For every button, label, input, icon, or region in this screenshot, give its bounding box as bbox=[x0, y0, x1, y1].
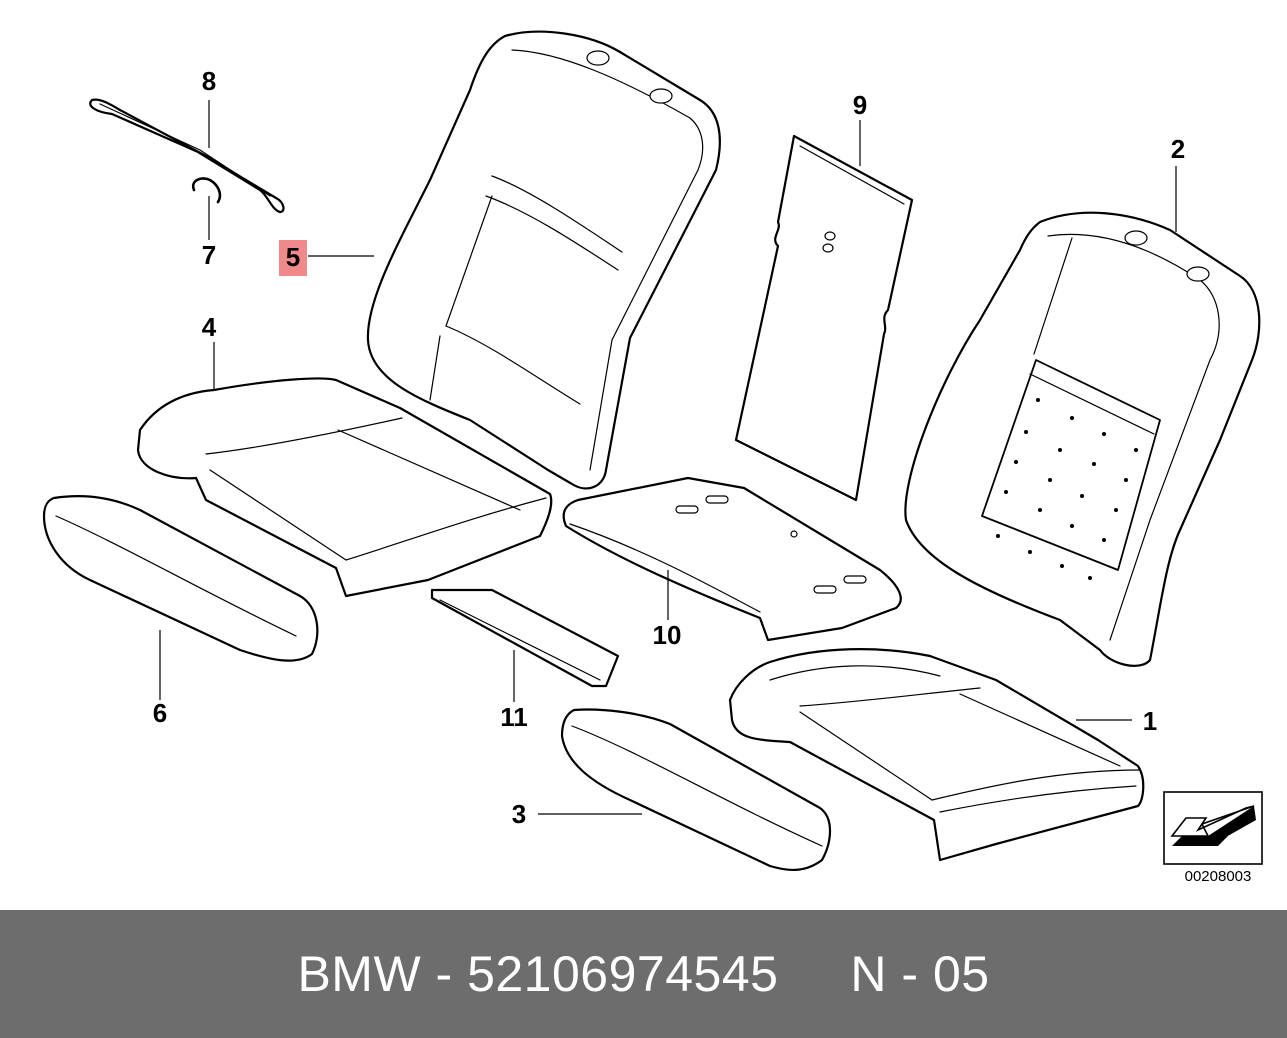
part-3-side-bolster-right bbox=[560, 708, 832, 872]
callout-1[interactable]: 1 bbox=[1143, 706, 1157, 736]
callout-4[interactable]: 4 bbox=[202, 312, 217, 342]
callout-5-highlight bbox=[279, 240, 307, 276]
part-9-back-panel bbox=[734, 134, 914, 502]
callout-2[interactable]: 2 bbox=[1171, 134, 1185, 164]
direction-reference-box bbox=[1163, 791, 1263, 865]
part-8-wire-loop bbox=[89, 98, 285, 214]
callout-6[interactable]: 6 bbox=[153, 698, 167, 728]
part-1-seat-cushion-assembly bbox=[728, 648, 1145, 862]
callout-7[interactable]: 7 bbox=[202, 240, 216, 270]
callout-10[interactable]: 10 bbox=[653, 620, 682, 650]
part-10-seat-base-panel bbox=[562, 476, 902, 642]
part-11-strip bbox=[430, 588, 620, 688]
footer-part-number: BMW - 52106974545 N - 05 bbox=[297, 946, 990, 1002]
part-5-backrest-pad bbox=[366, 30, 721, 490]
seat-parts-diagram: 8 7 5 4 6 9 2 1 10 11 3 bbox=[42, 30, 1263, 872]
diagram-reference-code: 00208003 bbox=[1184, 868, 1252, 885]
callout-8[interactable]: 8 bbox=[202, 66, 216, 96]
part-7-hook-clip bbox=[191, 177, 222, 204]
footer-bar: BMW - 52106974545 N - 05 bbox=[0, 910, 1287, 1038]
callout-11[interactable]: 11 bbox=[500, 702, 528, 732]
part-4-seat-cushion-pad bbox=[136, 377, 553, 598]
callout-5[interactable]: 5 bbox=[286, 242, 300, 272]
callout-3[interactable]: 3 bbox=[512, 799, 526, 829]
direction-arrow-icon bbox=[1170, 805, 1255, 837]
callout-9[interactable]: 9 bbox=[853, 90, 867, 120]
part-6-side-bolster-left bbox=[42, 495, 319, 662]
part-2-backrest-assembly bbox=[904, 211, 1261, 667]
